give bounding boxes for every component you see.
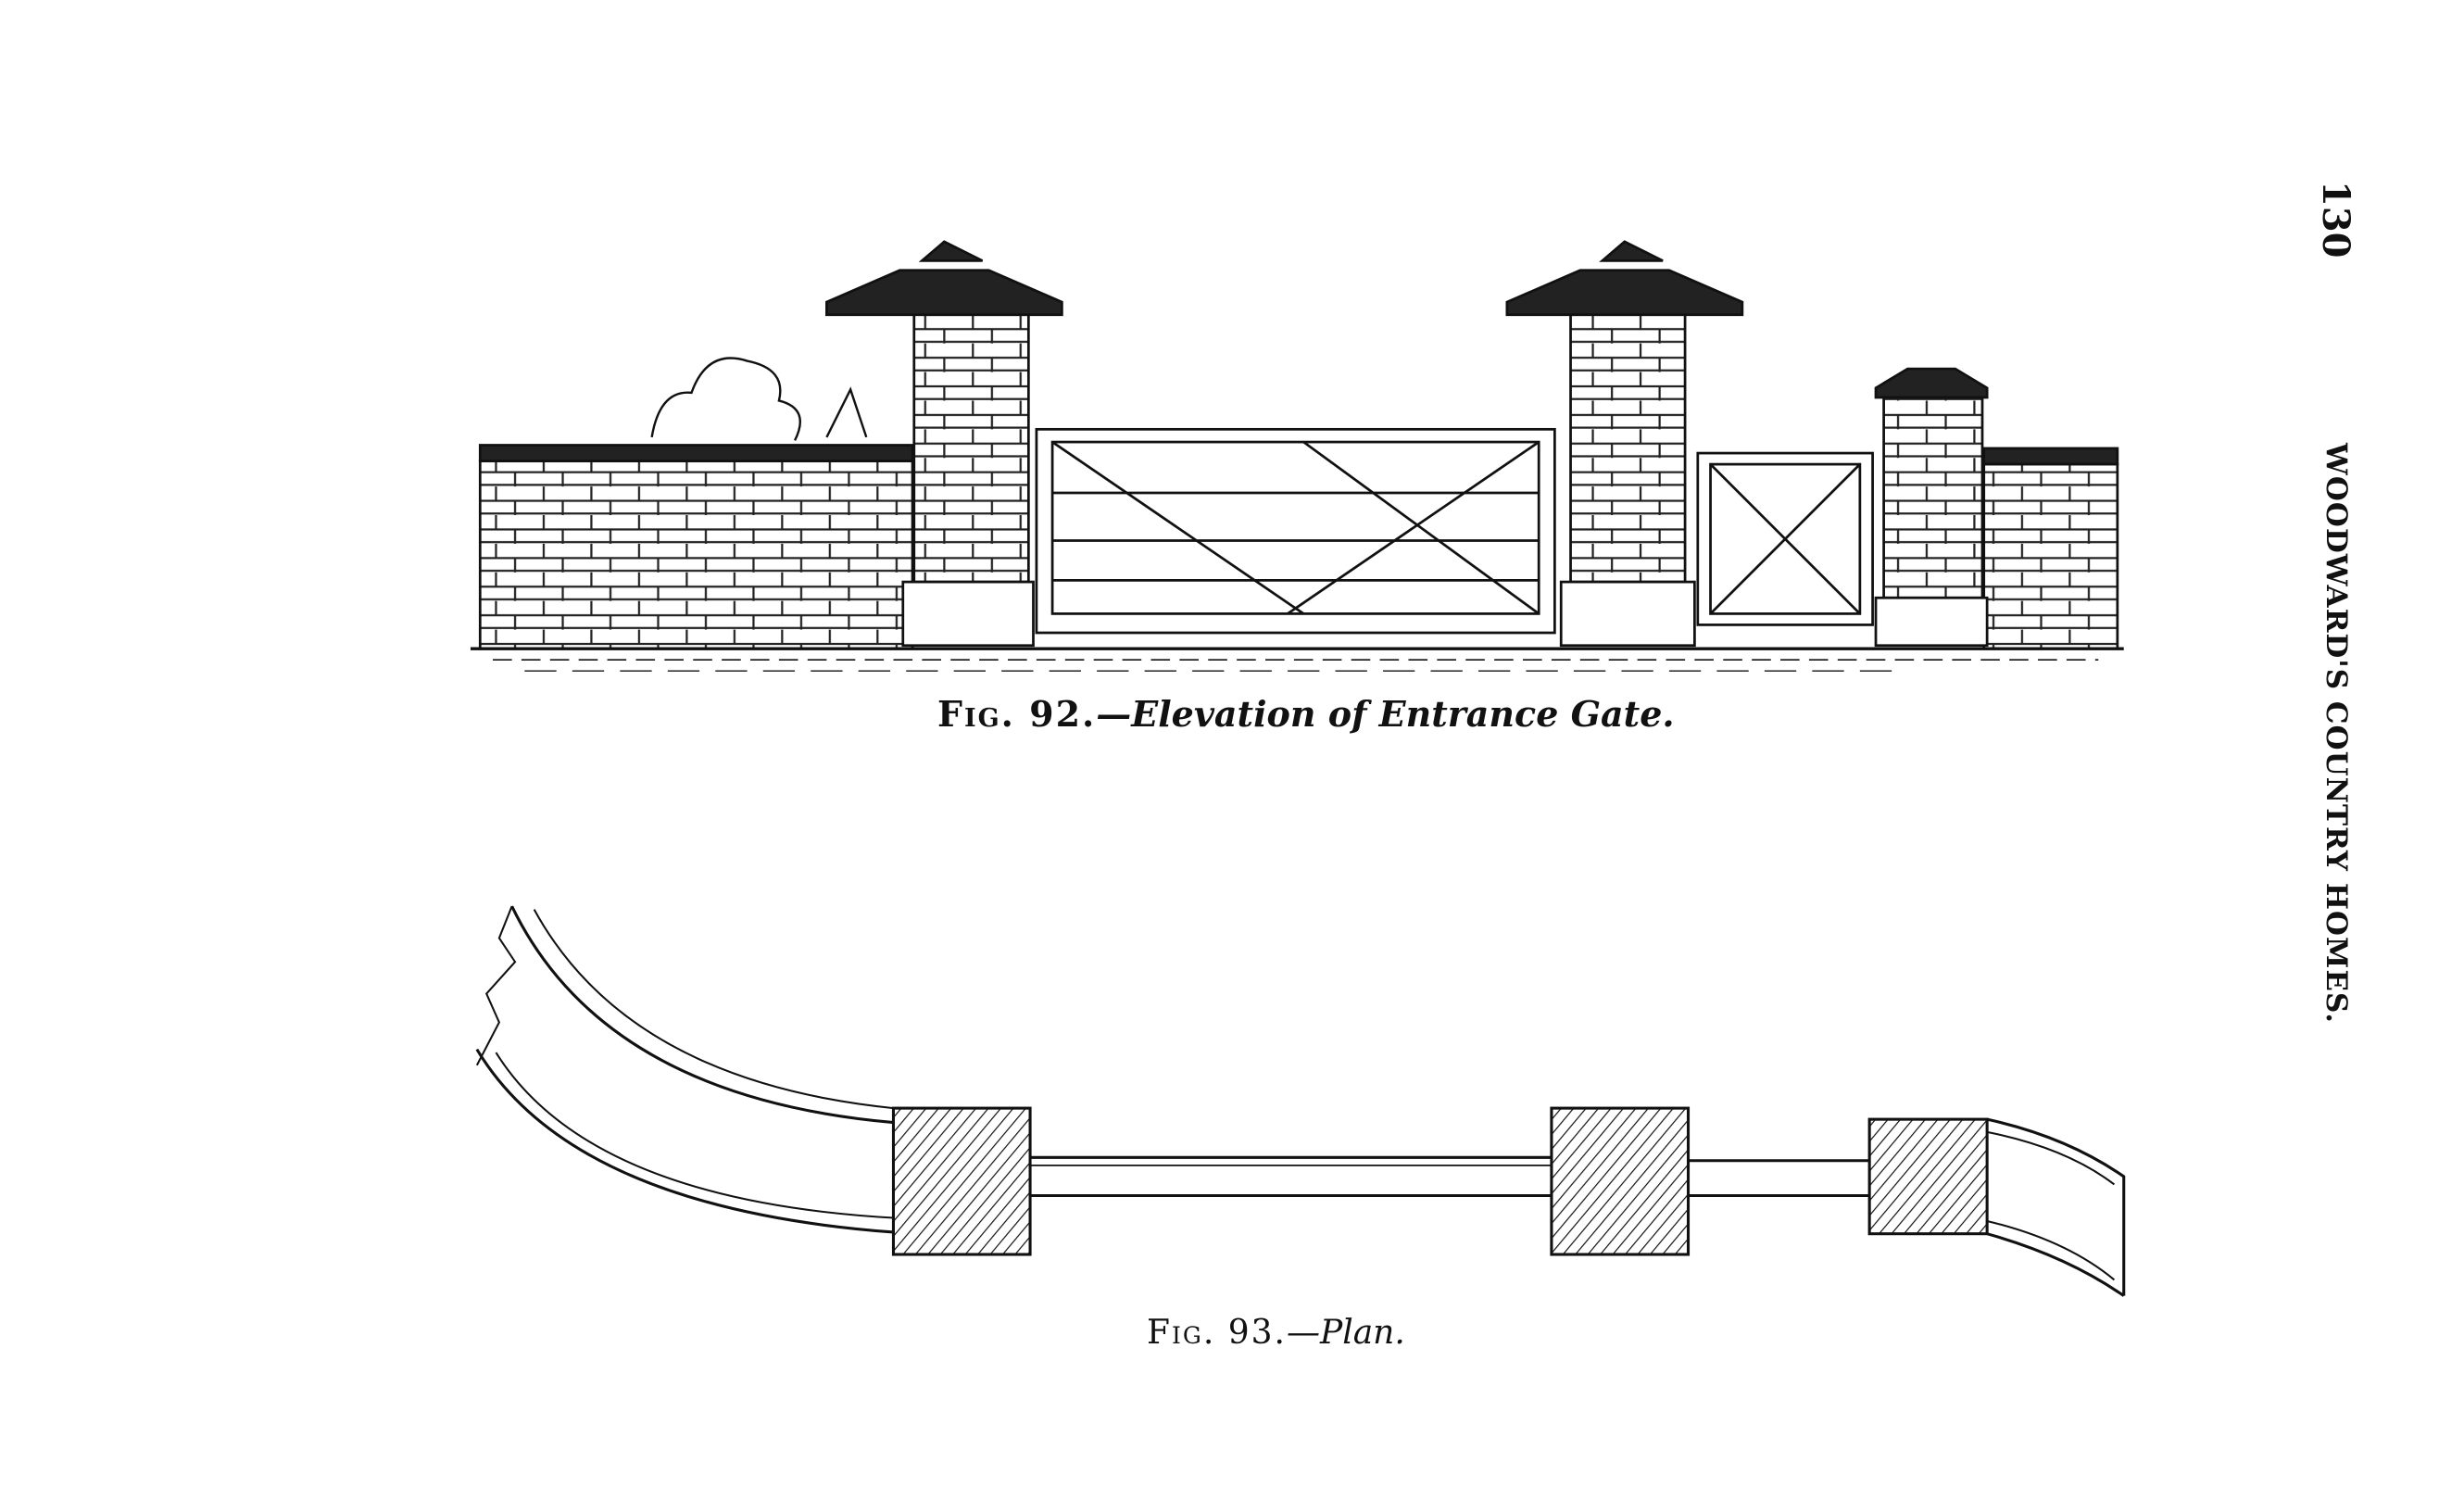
page-number: 130 — [2314, 181, 2357, 258]
running-head: WOODWARD'S COUNTRY HOMES. — [2319, 443, 2353, 1025]
figure-title: —Elevation of Entrance Gate. — [1096, 693, 1675, 735]
figure-label: Fig. 93. — [1147, 1314, 1287, 1352]
figure-92-caption: Fig. 92.—Elevation of Entrance Gate. — [937, 693, 1675, 735]
fig92-elevation-drawing — [470, 240, 2124, 672]
figure-title: —Plan. — [1286, 1314, 1405, 1352]
figure-93-caption: Fig. 93.—Plan. — [1147, 1314, 1405, 1352]
figure-label: Fig. 92. — [937, 693, 1097, 735]
fig93-plan-drawing — [475, 905, 2126, 1297]
